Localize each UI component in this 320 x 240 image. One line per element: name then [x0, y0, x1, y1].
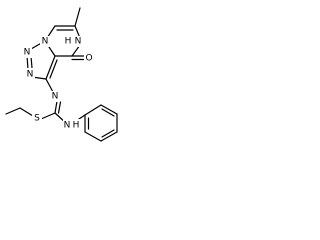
bond-ph-2d — [101, 108, 115, 117]
bond-n-c-amidine — [54, 100, 58, 114]
atom-label-n-imine: N — [52, 92, 59, 102]
atom-label-nh-n: N — [64, 121, 71, 131]
bond-n-c-amidine-double — [57, 101, 62, 114]
bond-ph-1 — [84, 104, 102, 116]
bond-methyl — [74, 7, 81, 27]
atom-label-n-ring: N — [75, 37, 82, 47]
bond-c-n-imine — [45, 78, 54, 93]
bond-ph-5 — [84, 131, 102, 142]
atom-label-h-ring: H — [65, 37, 72, 47]
bond-c-s — [40, 112, 56, 120]
atom-label-nh-h: H — [73, 121, 80, 131]
bond-s-ch2 — [19, 107, 34, 117]
molecule-drawing: H N O N N N N S N H — [5, 7, 118, 142]
atom-label-carbonyl-o: O — [85, 54, 92, 64]
bond-ph-4d — [101, 129, 115, 138]
bond-ph-4 — [100, 131, 118, 142]
atom-label-n-imidazole-left: N — [24, 48, 31, 58]
atom-label-s-thio: S — [34, 114, 40, 124]
bond-ring5-d-double — [49, 59, 58, 79]
bond-ring5-d — [45, 55, 56, 80]
atom-label-n-ring-top: N — [42, 37, 49, 47]
bond-ph-2 — [100, 104, 118, 115]
bond-ch2-ch3 — [5, 107, 21, 115]
atom-label-n-imidazole-bottom: N — [27, 70, 34, 80]
chemical-structure-diagram: H N O N N N N S N H — [0, 0, 125, 145]
